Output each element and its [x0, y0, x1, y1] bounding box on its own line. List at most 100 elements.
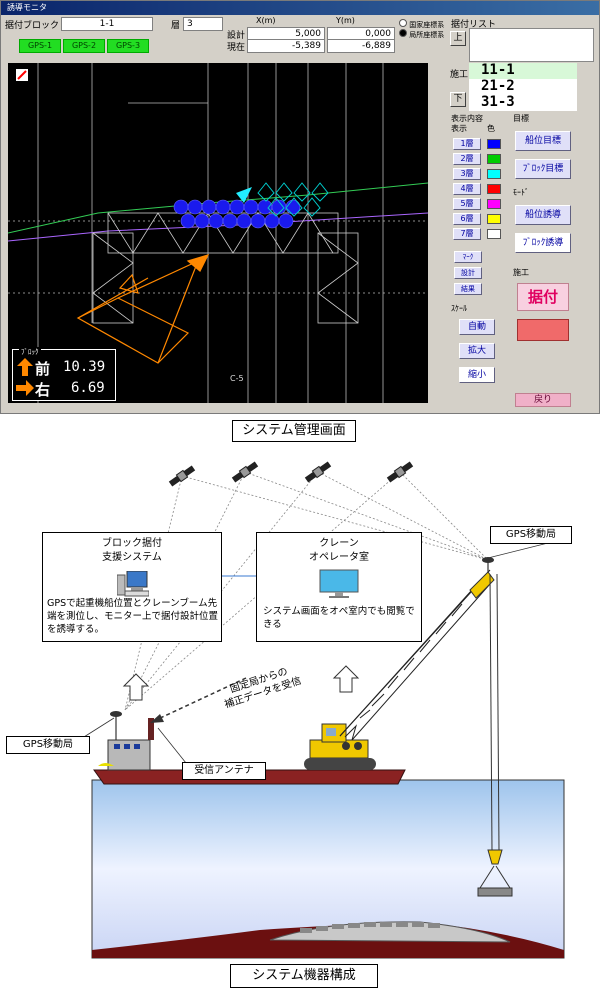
layer-row[interactable]: 2層	[453, 152, 505, 167]
layer-toggle-button[interactable]: 7層	[453, 228, 481, 240]
display-header: 表示内容	[451, 114, 483, 123]
satellite-icon	[231, 461, 259, 483]
right-label: 右	[35, 381, 51, 399]
layer-toggle-button[interactable]: 1層	[453, 138, 481, 150]
layer-label: 層	[171, 21, 181, 31]
gps-mobile-station-label-top: GPS移動局	[490, 526, 572, 544]
north-arrow-icon	[16, 69, 28, 81]
boom-tip	[469, 571, 495, 599]
hoist-rope	[489, 573, 493, 851]
list-up-button[interactable]: 上	[450, 31, 466, 46]
y-header: Y(m)	[336, 16, 355, 25]
coord-option-national-label: 国家座標系	[409, 21, 445, 29]
map-label-c5: C-5	[230, 374, 244, 383]
support-system-description: GPSで起重機船位置とクレーンブーム先端を測位し、モニター上で据付設計位置を誘導…	[47, 598, 219, 635]
sling	[479, 865, 511, 889]
block-label: 据付ブロック	[5, 21, 60, 31]
list-down-button[interactable]: 下	[450, 92, 466, 107]
layer-color-swatch[interactable]	[487, 139, 501, 149]
layer-color-swatch[interactable]	[487, 154, 501, 164]
layer-toggle-button[interactable]: 2層	[453, 153, 481, 165]
zoom-in-button[interactable]: 拡大	[459, 343, 495, 359]
layer-field[interactable]: 3	[183, 17, 223, 31]
layer-toggle-button[interactable]: 3層	[453, 168, 481, 180]
stop-button[interactable]	[517, 319, 569, 341]
caption-system-configuration: システム機器構成	[230, 964, 378, 988]
current-y-field: -6,889	[327, 39, 395, 53]
coord-option-national[interactable]: 国家座標系	[399, 19, 444, 30]
ship-guide-button[interactable]: 船位誘導	[515, 205, 571, 225]
map-annotations: C-5	[230, 374, 244, 383]
position-readout: ﾌﾞﾛｯｸ 前 10.39 右 6.69	[12, 347, 116, 401]
layer-row[interactable]: 7層	[453, 227, 505, 242]
list-item[interactable]: 11-1	[469, 63, 577, 79]
layer-color-swatch[interactable]	[487, 229, 501, 239]
callout-line	[157, 727, 191, 769]
current-x-field: -5,389	[247, 39, 325, 53]
back-button[interactable]: 戻り	[515, 393, 571, 407]
zoom-out-button[interactable]: 縮小	[459, 367, 495, 383]
color-column-label: 色	[487, 124, 495, 133]
layer-color-swatch[interactable]	[487, 199, 501, 209]
layer-list: 1層 2層 3層 4層 5層 6層 7層	[453, 137, 505, 242]
readout-title: ﾌﾞﾛｯｸ	[19, 347, 41, 357]
radio-selected-icon	[399, 29, 407, 37]
placed-blocks-seabed	[300, 922, 440, 933]
caption-system-management: システム管理画面	[232, 420, 356, 442]
layer-toggle-button[interactable]: 6層	[453, 213, 481, 225]
layer-toggle-button[interactable]: 5層	[453, 198, 481, 210]
list-item[interactable]: 21-2	[469, 79, 577, 95]
support-system-box: ブロック据付 支援システム GPSで起重機船位置とクレーンブーム先端を測位し、モ…	[42, 532, 222, 642]
operator-room-title: クレーン オペレータ室	[309, 538, 369, 563]
satellite-icon	[386, 461, 414, 483]
system-management-window: 誘導モニタ 据付ブロック 1-1 層 3 GPS-1 GPS-2 GPS-3 X…	[0, 0, 600, 414]
gps-2-indicator[interactable]: GPS-2	[63, 39, 105, 53]
install-button[interactable]: 据付	[517, 283, 569, 311]
gps-1-indicator[interactable]: GPS-1	[19, 39, 61, 53]
system-configuration-diagram: ブロック据付 支援システム GPSで起重機船位置とクレーンブーム先端を測位し、モ…	[0, 450, 600, 960]
layer-color-swatch[interactable]	[487, 169, 501, 179]
auto-scale-button[interactable]: 自動	[459, 319, 495, 335]
crane-hook	[487, 849, 503, 865]
block-target-button[interactable]: ﾌﾞﾛｯｸ目標	[515, 159, 571, 179]
layer-row[interactable]: 6層	[453, 212, 505, 227]
gps-3-indicator[interactable]: GPS-3	[107, 39, 149, 53]
arrow-up-icon	[17, 358, 33, 376]
layer-row[interactable]: 3層	[453, 167, 505, 182]
coord-option-local[interactable]: 局所座標系	[399, 29, 444, 40]
design-label: 設計	[227, 31, 246, 41]
layer-row[interactable]: 5層	[453, 197, 505, 212]
layer-row[interactable]: 4層	[453, 182, 505, 197]
guidance-map[interactable]: C-5 ﾌﾞﾛｯｸ 前 10.39 右 6.69	[8, 63, 428, 403]
list-title: 据付リスト	[451, 20, 497, 30]
list-item[interactable]: 31-3	[469, 95, 577, 111]
buoy	[98, 763, 114, 766]
layer-color-swatch[interactable]	[487, 184, 501, 194]
arrow-up-icon	[122, 673, 150, 701]
layer-row[interactable]: 1層	[453, 137, 505, 152]
mark-button[interactable]: ﾏｰｸ	[454, 251, 482, 263]
gps-antenna-icon	[482, 557, 494, 572]
block-field[interactable]: 1-1	[61, 17, 153, 31]
contour-line-purple	[8, 212, 428, 242]
guidance-map-drawing: C-5	[8, 63, 428, 403]
satellite-icon	[304, 461, 332, 483]
block-guide-button[interactable]: ﾌﾞﾛｯｸ誘導	[515, 233, 571, 253]
design-toggle-button[interactable]: 設計	[454, 267, 482, 279]
forward-label: 前	[35, 360, 51, 378]
satellite-icon	[168, 465, 196, 487]
layer-color-swatch[interactable]	[487, 214, 501, 224]
layer-toggle-button[interactable]: 4層	[453, 183, 481, 195]
crawler-crane	[304, 723, 376, 770]
monitor-icon	[319, 569, 359, 599]
truss-structure	[92, 212, 359, 324]
computer-icon	[116, 570, 150, 597]
ship-target-button[interactable]: 船位目標	[515, 131, 571, 151]
display-column-label: 表示	[451, 124, 467, 133]
result-toggle-button[interactable]: 結果	[454, 283, 482, 295]
target-block-marker	[236, 187, 252, 203]
construct-header: 施工	[513, 268, 529, 277]
operator-room-box: クレーン オペレータ室 システム画面をオペ室内でも閲覧できる	[256, 532, 422, 642]
gps-mobile-station-label-left: GPS移動局	[6, 736, 90, 754]
current-layer-blocks	[257, 182, 329, 217]
